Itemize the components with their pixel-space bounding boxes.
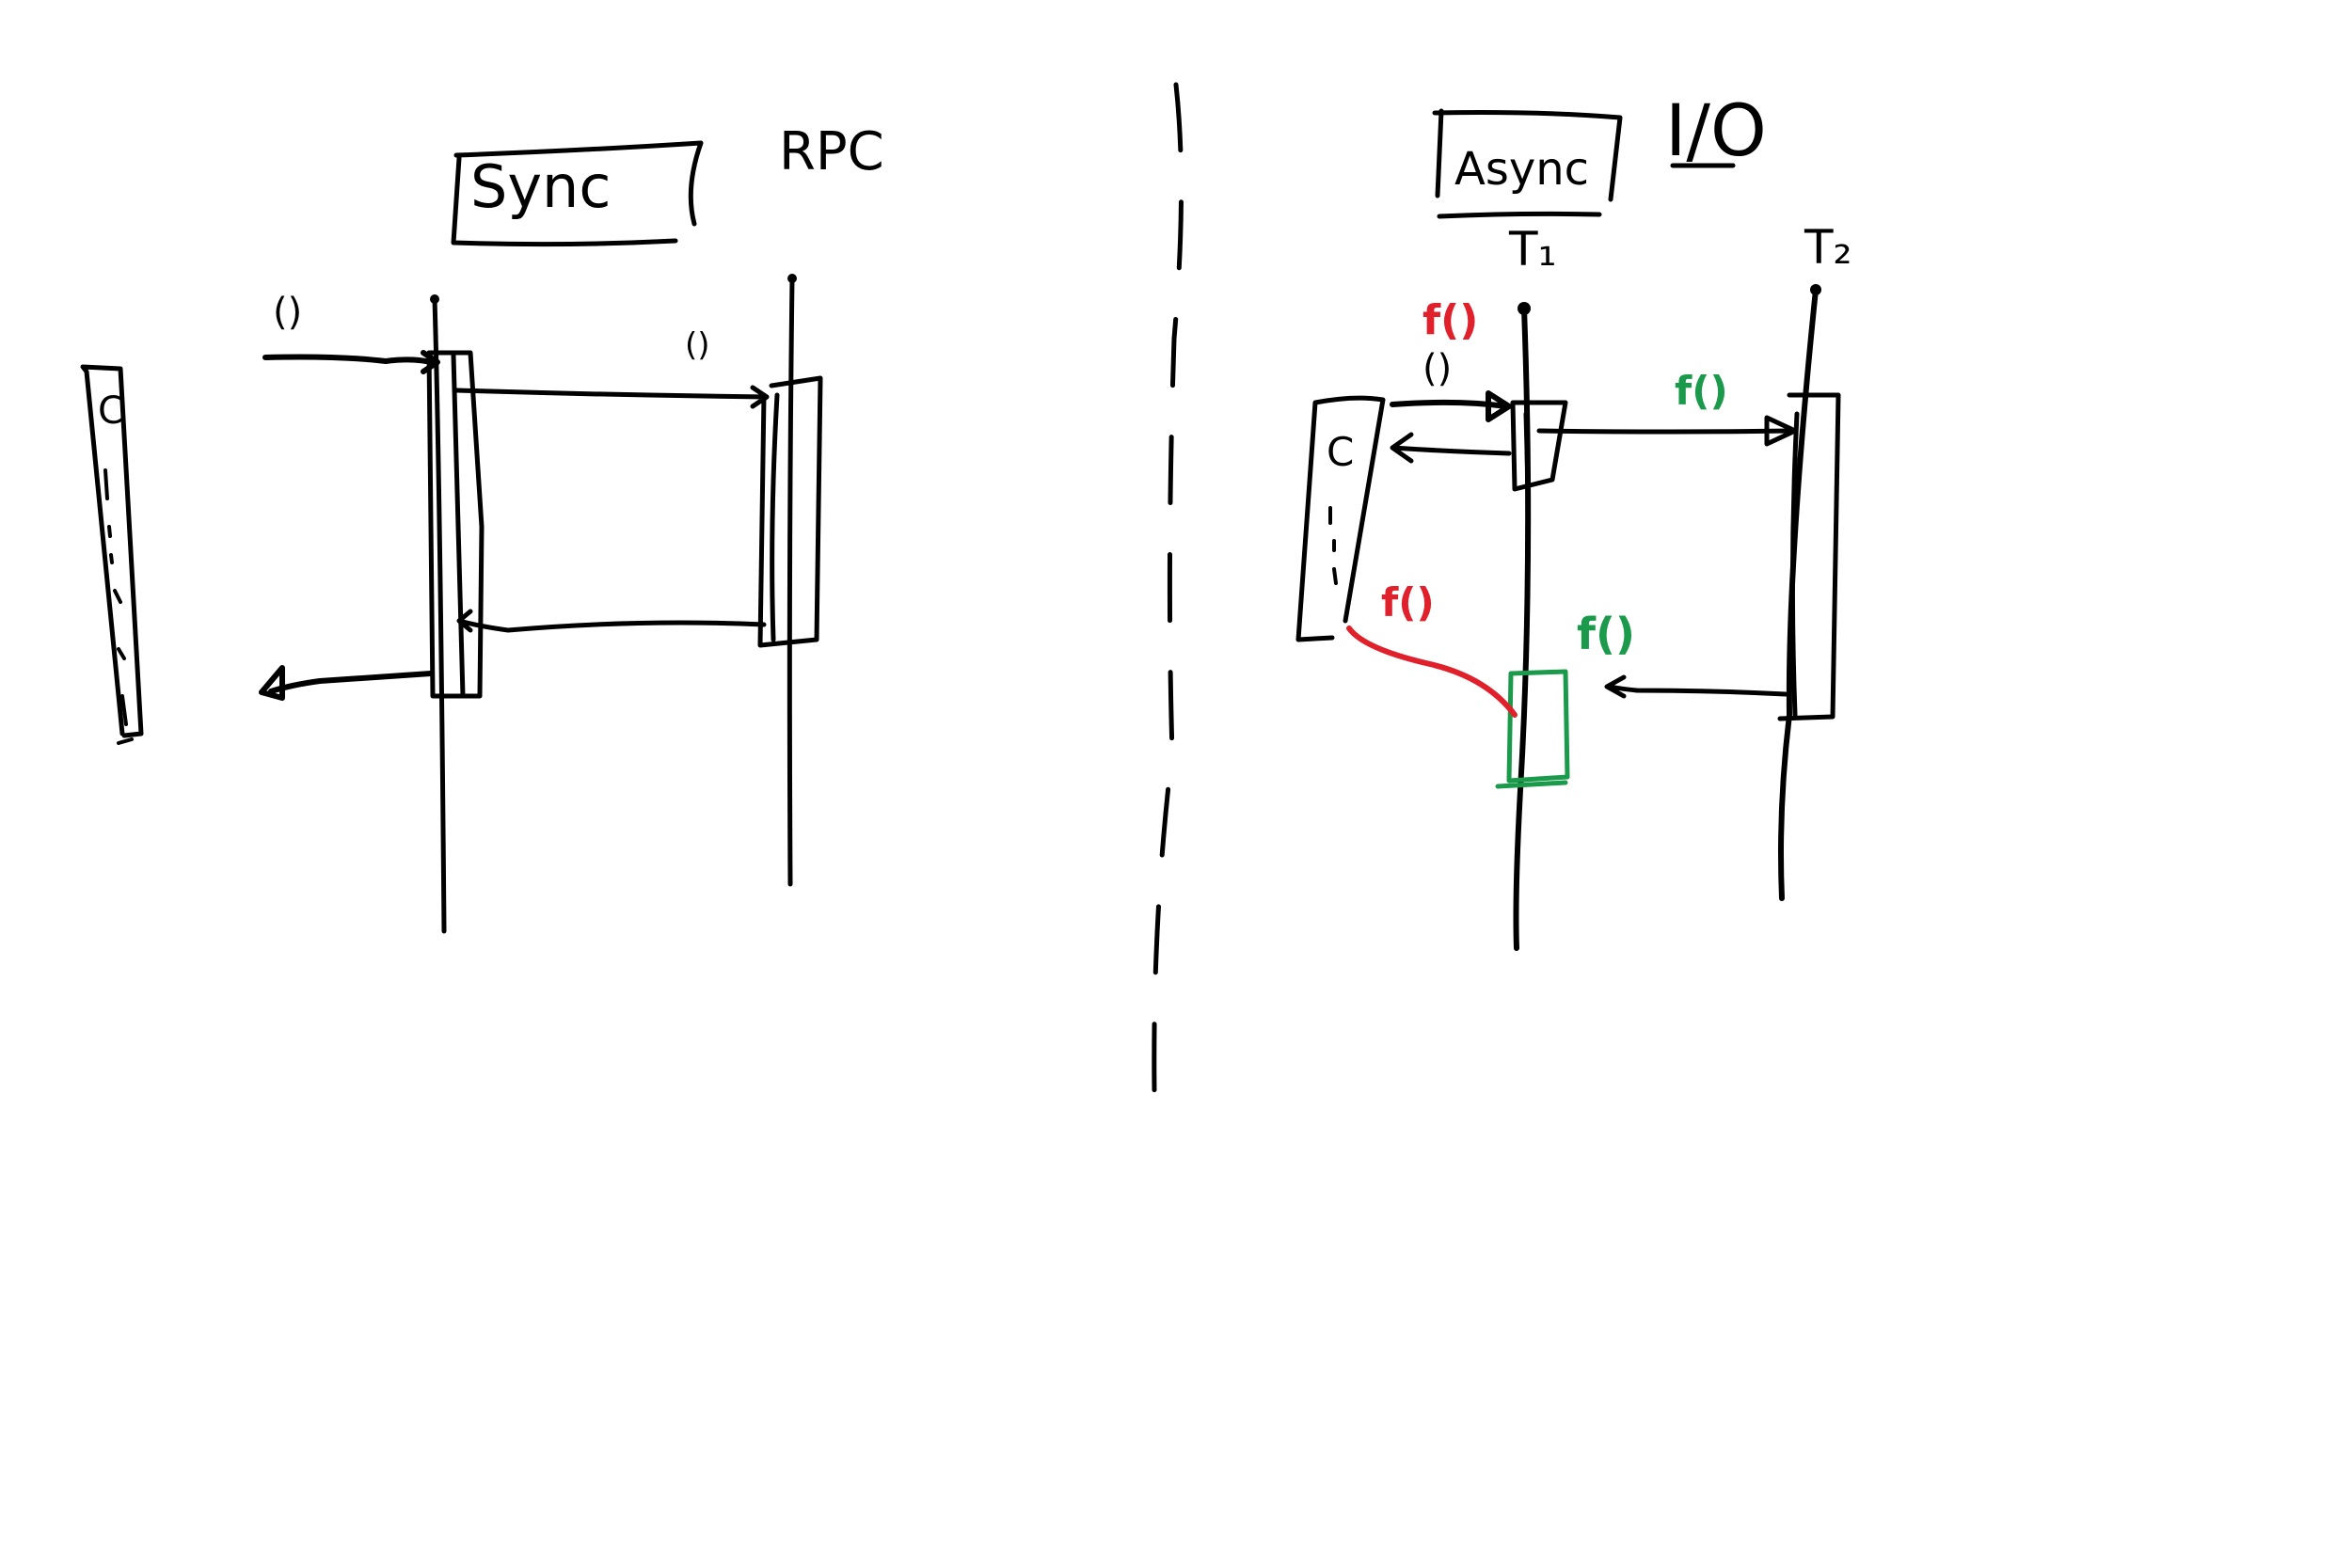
client-bar	[80, 364, 144, 738]
t1-activation-box	[1510, 400, 1568, 492]
rpc-lifeline	[787, 276, 795, 887]
callback-arrow	[1604, 674, 1788, 699]
async-title: Async	[1454, 143, 1589, 196]
inner-call-label: ()	[685, 326, 710, 364]
red-callback-line	[1346, 626, 1518, 718]
async-call-arrow	[1390, 390, 1512, 422]
green-callback-box	[1495, 669, 1570, 789]
server-lifeline-1-dot	[430, 294, 439, 304]
sync-title-box	[451, 140, 704, 247]
t2-lifeline	[1778, 287, 1819, 901]
rpc-request-arrow	[454, 385, 770, 409]
io-label: I/O	[1665, 88, 1767, 172]
async-client-bar	[1295, 395, 1386, 642]
t2-activation-box	[1777, 392, 1841, 721]
async-client-glyph: C	[1327, 429, 1354, 475]
call-label: ()	[273, 291, 302, 334]
rpc-label: RPC	[779, 121, 884, 182]
return-arrow	[259, 665, 434, 701]
call-arrow	[262, 350, 440, 374]
async-diagram: Async I/O T₁ T₂ C f() () f() f(	[1295, 88, 1852, 951]
rpc-response-arrow	[456, 609, 767, 633]
client-glyph: C	[98, 389, 124, 433]
server-activation-bar	[426, 350, 485, 699]
t2-lifeline-dot	[1810, 284, 1821, 295]
async-client-marks	[1328, 506, 1338, 585]
async-title-box	[1432, 108, 1623, 219]
async-call-label: ()	[1422, 347, 1452, 390]
green-fc-label-mid: f()	[1577, 609, 1635, 659]
red-fc-label-top: f()	[1422, 296, 1478, 344]
rpc-lifeline-dot	[787, 274, 797, 283]
red-fc-label-mid: f()	[1381, 579, 1435, 626]
green-fc-label-top: f()	[1675, 368, 1728, 414]
client-marks	[103, 468, 134, 745]
rpc-activation-box	[757, 375, 823, 648]
divider-dashed-line	[1152, 82, 1184, 1141]
sync-title: Sync	[470, 152, 611, 221]
t1-to-t2-arrow	[1536, 415, 1798, 447]
server-lifeline-1	[432, 296, 447, 934]
sync-diagram: Sync RPC C () ()	[80, 121, 884, 934]
thread-t1-label: T₁	[1508, 222, 1557, 277]
t1-lifeline-dot	[1518, 302, 1531, 315]
thread-t2-label: T₂	[1804, 220, 1852, 275]
async-return-arrow	[1390, 432, 1512, 464]
